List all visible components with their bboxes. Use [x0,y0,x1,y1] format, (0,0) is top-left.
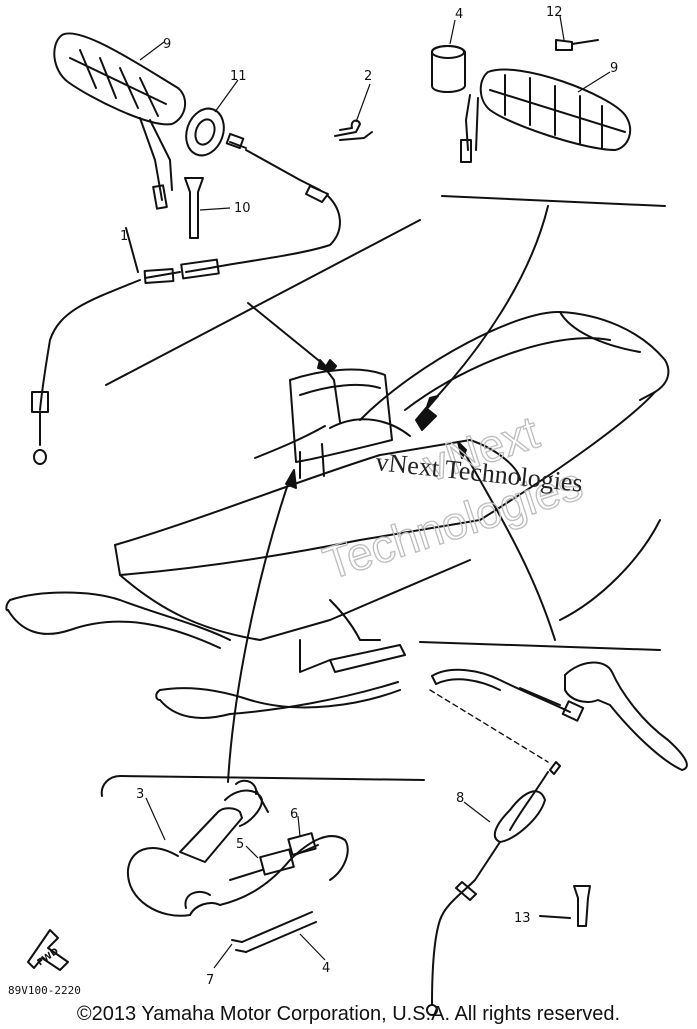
callout-labels: 9 11 2 10 1 4 12 9 3 5 6 7 4 8 13 [120,5,618,988]
callout-4-top: 4 [455,7,463,22]
callout-12: 12 [546,5,563,20]
callout-5: 5 [236,837,244,852]
switch-and-harness-group [27,469,425,971]
callout-2: 2 [364,69,372,84]
callout-9-left: 9 [163,37,171,52]
callout-6: 6 [290,807,298,822]
callout-11: 11 [230,69,247,84]
callout-9-right: 9 [610,61,618,76]
diagram-code: 89V100-2220 [8,984,81,997]
right-handlebar-group [425,39,666,411]
copyright-notice: ©2013 Yamaha Motor Corporation, U.S.A. A… [76,1003,621,1025]
callout-8: 8 [456,791,464,806]
leader-lines [139,15,611,969]
callout-1: 1 [120,229,128,244]
callout-3: 3 [136,787,144,802]
brake-lever-group [419,441,688,1016]
snowmobile-body [5,310,670,719]
callout-13: 13 [514,911,531,926]
callout-7: 7 [206,973,214,988]
callout-4-bottom: 4 [322,961,330,976]
watermark: vNext Technologies vNext Technologies [316,405,589,590]
fwd-label: FWD [36,947,61,969]
left-handlebar-group [31,32,421,465]
callout-10: 10 [234,201,251,216]
